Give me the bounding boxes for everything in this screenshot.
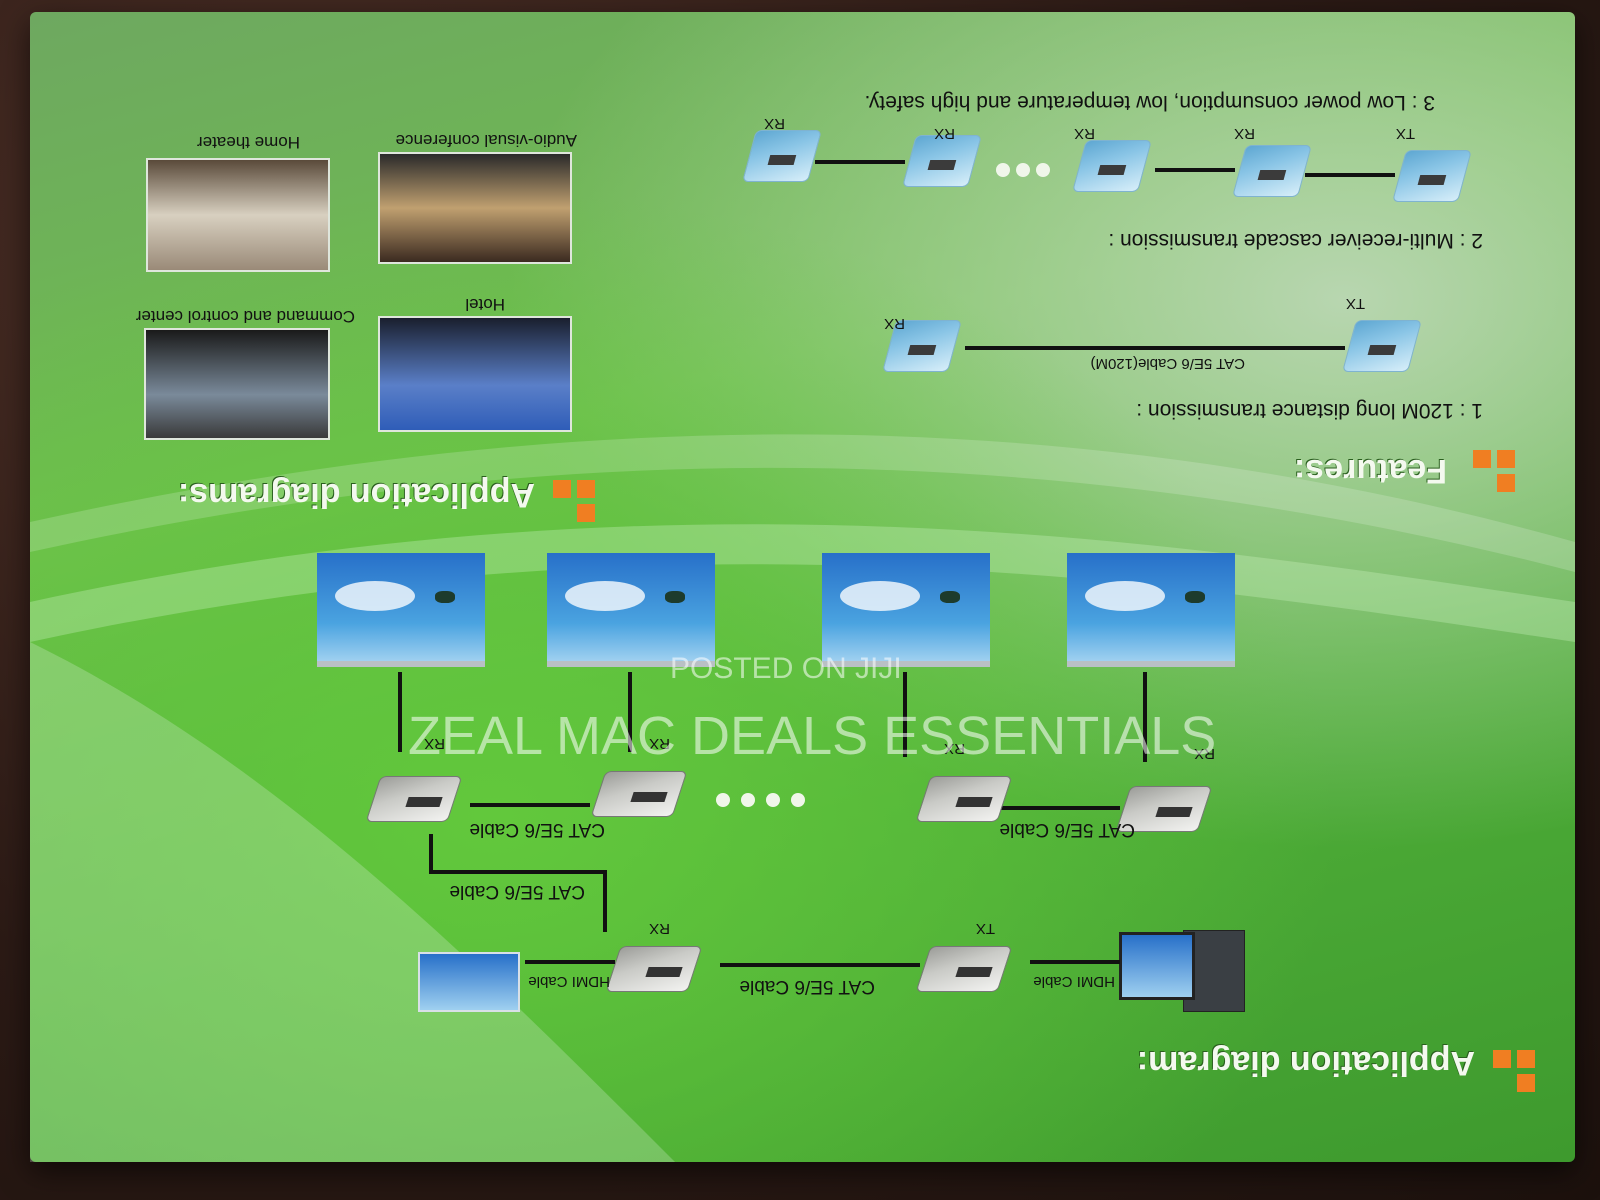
app-diagram-title: Application diagram: (1136, 1044, 1475, 1082)
cascade-rx-label: RX (934, 125, 955, 142)
caption-command-center: Command and control center (135, 307, 355, 326)
display-screen (547, 553, 715, 667)
ellipsis-dot (741, 793, 755, 807)
hdmi-cable (1030, 960, 1120, 964)
cat-cable-label: CAT 5E/6 Cable (999, 819, 1135, 840)
cascade-rx-label: RX (1074, 125, 1095, 142)
app-diagrams-title: Application diagrams: (177, 476, 535, 514)
cascade-rx-unit (742, 130, 822, 182)
cascade-rx-unit (1072, 140, 1152, 192)
feature-item-2: 2 : Multi-receiver cascade transmission … (1108, 229, 1483, 252)
cat-cable (1000, 806, 1120, 810)
rx-extender (365, 776, 463, 822)
cat-cable-label: CAT 5E/6 Cable (739, 976, 875, 997)
orange-section-icon (1469, 446, 1515, 492)
rx-extender (915, 776, 1013, 822)
hdmi-label: HDMI Cable (528, 973, 610, 990)
display-screen (317, 553, 485, 667)
cascade-tx-unit (1392, 150, 1472, 202)
watermark-shop: ZEAL MAC DEALS ESSENTIALS (408, 706, 1217, 766)
cascade-rx-label: RX (764, 115, 785, 132)
orange-section-icon (1489, 1046, 1535, 1092)
cat-cable (429, 870, 607, 874)
caption-conference: Audio-visual conference (395, 131, 577, 150)
hdmi-cable (398, 672, 402, 752)
cat-cable (429, 834, 433, 874)
ellipsis-dot (766, 793, 780, 807)
display-screen (822, 553, 990, 667)
photo-home-theater (146, 158, 330, 272)
rx-extender (590, 771, 688, 817)
cascade-cable (815, 160, 905, 164)
display-icon (418, 952, 520, 1012)
rx-extender (605, 946, 703, 992)
cascade-tx-label: TX (1395, 125, 1415, 142)
cable-label: CAT 5E/6 Cable(120M) (1090, 355, 1245, 372)
caption-hotel: Hotel (465, 295, 505, 314)
cat-cable (720, 963, 920, 967)
monitor-icon (1119, 932, 1195, 1000)
hdmi-cable (525, 960, 615, 964)
cat-cable (603, 872, 607, 932)
cascade-cable (1305, 173, 1395, 177)
tx-label: TX (975, 920, 995, 937)
ellipsis-dot (996, 163, 1010, 177)
tx-unit (1342, 320, 1422, 372)
photo-command-center (144, 328, 330, 440)
cascade-rx-label: RX (1234, 125, 1255, 142)
photo-hotel (378, 316, 572, 432)
cat-cable-label: CAT 5E/6 Cable (449, 881, 585, 902)
cascade-rx-unit (902, 135, 982, 187)
hdmi-label: HDMI Cable (1033, 973, 1115, 990)
ellipsis-dot (791, 793, 805, 807)
product-box: Features: 1 : 120M long distance transmi… (30, 12, 1575, 1162)
cascade-cable (1155, 168, 1235, 172)
ellipsis-dot (1016, 163, 1030, 177)
ellipsis-dot (1036, 163, 1050, 177)
display-screen (1067, 553, 1235, 667)
features-title: Features: (1293, 452, 1447, 490)
rx-label: RX (649, 920, 670, 937)
tx-extender (915, 946, 1013, 992)
cascade-rx-unit (1232, 145, 1312, 197)
orange-section-icon (549, 476, 595, 522)
watermark-posted: POSTED ON JIJI (670, 652, 902, 685)
caption-home-theater: Home theater (197, 133, 300, 152)
feature-item-3: 3 : Low power consumption, low temperatu… (864, 91, 1435, 114)
cat-cable (965, 346, 1345, 350)
tx-label: TX (1345, 295, 1365, 312)
photo-conference (378, 152, 572, 264)
ellipsis-dot (716, 793, 730, 807)
feature-item-1: 1 : 120M long distance transmission : (1136, 399, 1483, 422)
rotated-panel: Features: 1 : 120M long distance transmi… (30, 12, 1575, 1162)
rx-label: RX (884, 315, 905, 332)
cat-cable-label: CAT 5E/6 Cable (469, 819, 605, 840)
cat-cable (470, 803, 590, 807)
